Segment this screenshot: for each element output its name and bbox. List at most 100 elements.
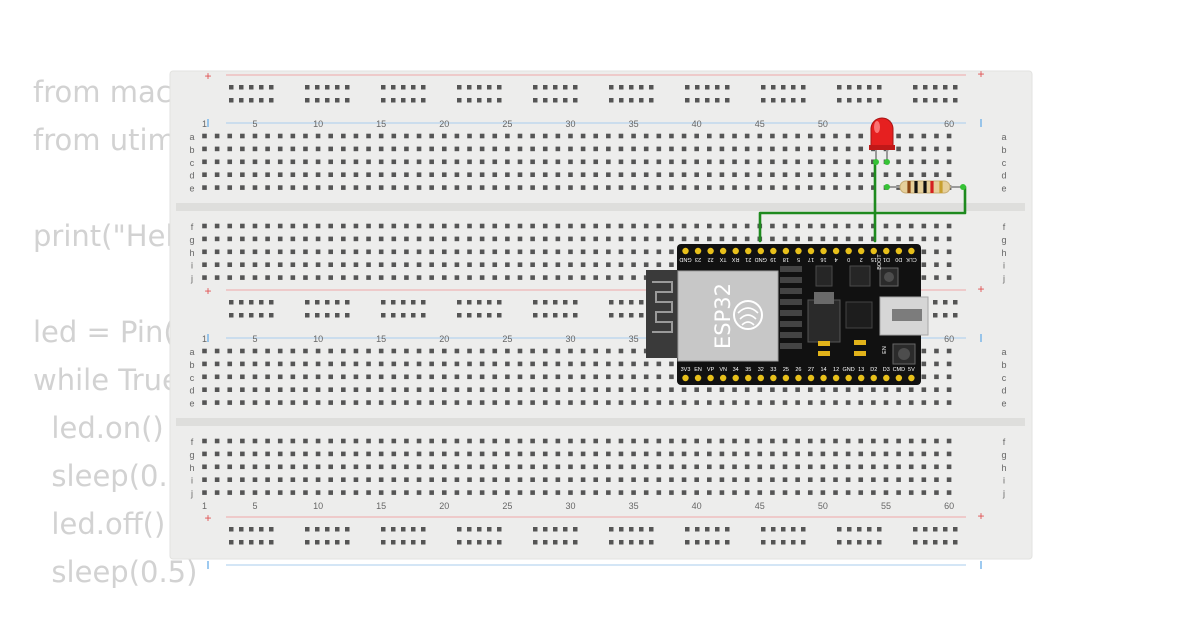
breadboard-hole[interactable]	[265, 275, 270, 280]
rail-hole[interactable]	[533, 98, 538, 103]
breadboard-hole[interactable]	[542, 236, 548, 242]
breadboard-hole[interactable]	[378, 185, 384, 190]
breadboard-hole[interactable]	[618, 374, 624, 380]
breadboard-hole[interactable]	[542, 374, 548, 380]
breadboard-hole[interactable]	[492, 464, 498, 470]
breadboard-hole[interactable]	[240, 223, 245, 229]
breadboard-hole[interactable]	[265, 477, 270, 482]
rail-hole[interactable]	[345, 313, 350, 318]
breadboard-hole[interactable]	[833, 223, 838, 229]
breadboard-hole[interactable]	[568, 387, 573, 392]
breadboard-hole[interactable]	[303, 146, 308, 152]
breadboard-hole[interactable]	[656, 374, 662, 380]
rail-hole[interactable]	[269, 300, 274, 305]
breadboard-hole[interactable]	[845, 477, 851, 482]
breadboard-hole[interactable]	[744, 133, 750, 139]
breadboard-hole[interactable]	[227, 236, 233, 242]
breadboard-hole[interactable]	[492, 438, 498, 444]
rail-hole[interactable]	[457, 98, 462, 103]
breadboard-hole[interactable]	[277, 477, 283, 482]
breadboard-hole[interactable]	[530, 133, 535, 139]
breadboard-hole[interactable]	[530, 374, 535, 380]
breadboard-hole[interactable]	[353, 185, 359, 190]
breadboard-hole[interactable]	[341, 464, 346, 470]
breadboard-hole[interactable]	[606, 262, 611, 267]
rail-hole[interactable]	[847, 85, 852, 90]
breadboard-hole[interactable]	[505, 236, 510, 242]
breadboard-hole[interactable]	[669, 185, 674, 190]
breadboard-hole[interactable]	[580, 451, 586, 457]
rail-hole[interactable]	[391, 300, 396, 305]
breadboard-hole[interactable]	[732, 236, 737, 242]
breadboard-hole[interactable]	[542, 451, 548, 457]
breadboard-hole[interactable]	[492, 262, 498, 267]
breadboard-hole[interactable]	[328, 451, 333, 457]
breadboard-hole[interactable]	[378, 172, 384, 177]
breadboard-hole[interactable]	[416, 400, 422, 405]
rail-hole[interactable]	[553, 527, 558, 532]
breadboard-hole[interactable]	[580, 477, 586, 482]
breadboard-hole[interactable]	[505, 249, 510, 255]
rail-hole[interactable]	[315, 313, 320, 318]
breadboard-hole[interactable]	[492, 477, 498, 482]
breadboard-hole[interactable]	[366, 223, 371, 229]
breadboard-hole[interactable]	[479, 133, 485, 139]
breadboard-hole[interactable]	[744, 477, 750, 482]
breadboard-hole[interactable]	[681, 185, 687, 190]
breadboard-hole[interactable]	[732, 464, 737, 470]
breadboard-hole[interactable]	[719, 477, 725, 482]
breadboard-hole[interactable]	[227, 249, 233, 255]
breadboard-hole[interactable]	[467, 438, 472, 444]
breadboard-hole[interactable]	[593, 438, 599, 444]
breadboard-hole[interactable]	[542, 223, 548, 229]
breadboard-hole[interactable]	[681, 451, 687, 457]
esp32-pin[interactable]	[807, 374, 815, 382]
rail-hole[interactable]	[269, 98, 274, 103]
rail-hole[interactable]	[695, 540, 700, 545]
breadboard-hole[interactable]	[366, 438, 371, 444]
rail-hole[interactable]	[305, 98, 310, 103]
breadboard-hole[interactable]	[770, 451, 775, 457]
rail-hole[interactable]	[837, 527, 842, 532]
breadboard-hole[interactable]	[732, 451, 737, 457]
breadboard-hole[interactable]	[643, 374, 649, 380]
breadboard-hole[interactable]	[240, 275, 245, 280]
breadboard-hole[interactable]	[921, 438, 927, 444]
breadboard-hole[interactable]	[669, 262, 674, 267]
breadboard-hole[interactable]	[820, 236, 826, 242]
breadboard-hole[interactable]	[757, 185, 763, 190]
rail-hole[interactable]	[543, 85, 548, 90]
breadboard-hole[interactable]	[618, 275, 624, 280]
breadboard-hole[interactable]	[429, 262, 434, 267]
rail-hole[interactable]	[705, 85, 710, 90]
breadboard-hole[interactable]	[530, 185, 535, 190]
rail-hole[interactable]	[553, 300, 558, 305]
breadboard-hole[interactable]	[593, 275, 599, 280]
rail-hole[interactable]	[573, 527, 578, 532]
breadboard-hole[interactable]	[341, 133, 346, 139]
breadboard-hole[interactable]	[441, 477, 447, 482]
rail-hole[interactable]	[639, 313, 644, 318]
rail-hole[interactable]	[305, 540, 310, 545]
rail-hole[interactable]	[325, 313, 330, 318]
breadboard-hole[interactable]	[277, 361, 283, 367]
breadboard-hole[interactable]	[921, 490, 927, 495]
rail-hole[interactable]	[801, 540, 806, 545]
rail-hole[interactable]	[943, 300, 948, 305]
breadboard-hole[interactable]	[883, 236, 889, 242]
breadboard-hole[interactable]	[606, 249, 611, 255]
breadboard-hole[interactable]	[858, 451, 864, 457]
rail-hole[interactable]	[345, 98, 350, 103]
breadboard-hole[interactable]	[227, 185, 233, 190]
breadboard-hole[interactable]	[441, 133, 447, 139]
breadboard-hole[interactable]	[820, 438, 826, 444]
rail-hole[interactable]	[573, 313, 578, 318]
breadboard-hole[interactable]	[214, 146, 220, 152]
breadboard-hole[interactable]	[353, 400, 359, 405]
rail-hole[interactable]	[239, 540, 244, 545]
breadboard-hole[interactable]	[530, 146, 535, 152]
breadboard-hole[interactable]	[669, 464, 674, 470]
breadboard-hole[interactable]	[240, 146, 245, 152]
rail-hole[interactable]	[533, 540, 538, 545]
